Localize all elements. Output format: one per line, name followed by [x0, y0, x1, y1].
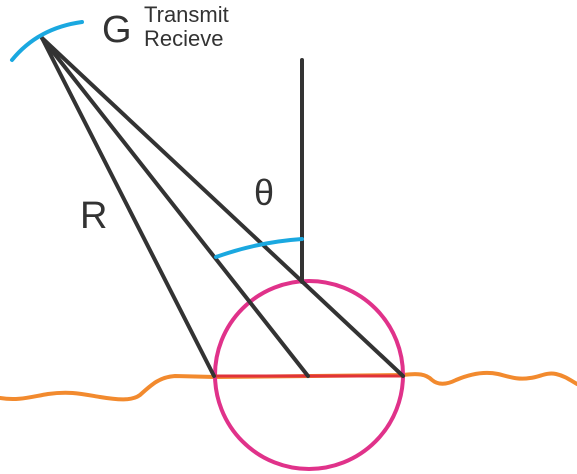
range-label: R	[80, 195, 107, 237]
ray-left	[40, 36, 216, 378]
ray-center	[40, 36, 310, 378]
ground-surface-line	[0, 370, 577, 402]
angle-arc	[214, 237, 304, 259]
ray-right	[40, 36, 405, 378]
transmit-label: Transmit	[144, 2, 229, 27]
gain-label: G	[102, 9, 132, 51]
receive-label: Recieve	[144, 26, 223, 51]
antenna-arc	[10, 20, 84, 62]
angle-label: θ	[254, 172, 274, 213]
